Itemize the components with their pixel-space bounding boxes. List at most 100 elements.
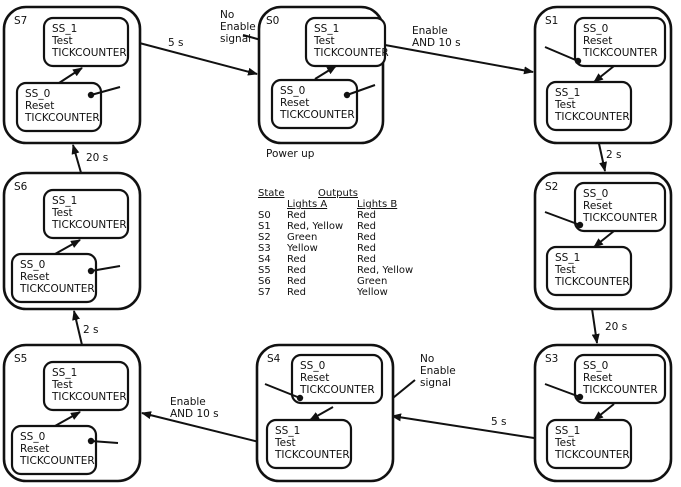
transition-label: 2 s	[606, 149, 622, 161]
internal-transition-arrow	[54, 239, 81, 255]
substate-text-line: Reset	[20, 271, 49, 283]
table-cell: Red	[357, 221, 376, 232]
substate-box	[573, 16, 667, 68]
transition-label-line: 2 s	[606, 149, 622, 161]
internal-transition-arrow	[593, 230, 615, 248]
table-cell: Red, Yellow	[287, 221, 343, 232]
initial-stub	[544, 46, 579, 62]
table-cell-line: Red	[357, 243, 376, 254]
table-cell: S6	[258, 276, 271, 287]
table-cell-line: Yellow	[356, 287, 388, 298]
table-cell-line: S4	[258, 254, 271, 265]
table-cell-line: S2	[258, 232, 271, 243]
table-cell-line: Red	[357, 210, 376, 221]
internal-transition-arrow	[593, 403, 615, 421]
substate-text-line: TICKCOUNTER	[19, 455, 95, 467]
substate-box	[290, 353, 384, 405]
table-cell: Red	[287, 210, 306, 221]
substate-text-line: SS_0	[583, 23, 608, 35]
initial-dot-icon	[87, 437, 95, 445]
transition-label-line: 20 s	[86, 152, 108, 164]
substate-text-line: TICKCOUNTER	[554, 111, 630, 123]
internal-transition-arrow	[54, 411, 81, 427]
initial-stub	[346, 84, 376, 96]
transition-label-line: No	[420, 353, 434, 365]
substate-text-line: Reset	[583, 372, 612, 384]
state-label-line: S2	[545, 181, 558, 193]
substate-text-line: SS_1	[555, 252, 580, 264]
transition-label-line: 2 s	[83, 324, 99, 336]
table-cell: Red	[357, 232, 376, 243]
substate-text-line: Reset	[583, 35, 612, 47]
substate-text-line: SS_1	[52, 23, 77, 35]
substate-text-line: Test	[51, 379, 73, 391]
substate-text-line: TICKCOUNTER	[19, 283, 95, 295]
table-cell-line: Green	[287, 232, 317, 243]
substate-text-line: Test	[313, 35, 335, 47]
substate-text-line: SS_0	[20, 259, 45, 271]
table-cell-line: S6	[258, 276, 271, 287]
table-cell: Red, Yellow	[357, 265, 413, 276]
initial-dot-icon	[343, 91, 351, 99]
substate-text-line: SS_0	[280, 85, 305, 97]
initial-stub	[90, 440, 119, 444]
substate-text-line: Test	[274, 437, 296, 449]
substate-text-line: TICKCOUNTER	[51, 219, 127, 231]
table-cell-line: Red	[287, 254, 306, 265]
substate-text-line: TICKCOUNTER	[51, 47, 127, 59]
transition-label: 20 s	[605, 321, 627, 333]
substate-box	[10, 252, 98, 304]
state-label: S3	[545, 353, 558, 365]
substate-text-line: SS_1	[275, 425, 300, 437]
substate-text-line: Test	[51, 35, 73, 47]
transition-arrow	[127, 39, 258, 76]
initial-dot-icon	[87, 91, 95, 99]
transition-label-line: 20 s	[605, 321, 627, 333]
table-header-lights-a: Lights A	[287, 199, 327, 210]
transition-label-line: AND 10 s	[170, 408, 219, 420]
state-label-line: S5	[14, 353, 27, 365]
table-cell: Red	[357, 254, 376, 265]
state-label-line: S3	[545, 353, 558, 365]
table-cell: S2	[258, 232, 271, 243]
substate-text-line: Reset	[280, 97, 309, 109]
transition-label: 20 s	[86, 152, 108, 164]
substate-text-line: SS_0	[583, 360, 608, 372]
transition-label-line: AND 10 s	[412, 37, 461, 49]
substate-text-line: SS_1	[555, 87, 580, 99]
substate-text-line: SS_1	[52, 195, 77, 207]
transition-label-line: 5 s	[168, 37, 184, 49]
substate-text-line: SS_0	[25, 88, 50, 100]
table-cell: S3	[258, 243, 271, 254]
transition-label-line: Enable	[420, 365, 456, 377]
table-cell-line: Red	[287, 210, 306, 221]
substate-text-line: Test	[51, 207, 73, 219]
table-cell-line: Red	[357, 232, 376, 243]
table-cell: Red	[287, 287, 306, 298]
substate-text-line: Test	[554, 437, 576, 449]
transition-s3-s4	[391, 413, 548, 441]
substate-box	[545, 245, 633, 297]
initial-stub	[544, 211, 581, 226]
initial-dot-icon	[296, 394, 304, 402]
substate-text-line: SS_0	[300, 360, 325, 372]
